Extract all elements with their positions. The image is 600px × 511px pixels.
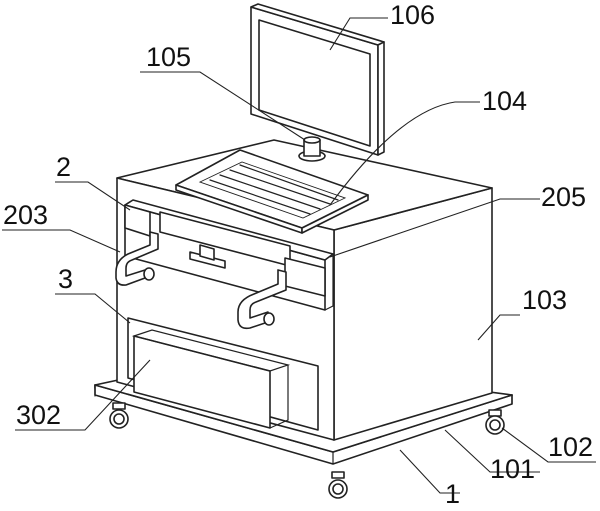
leader-lines [2, 17, 596, 494]
label-102: 102 [548, 432, 593, 462]
wheel-left [109, 402, 129, 429]
sliding-panel [124, 199, 334, 311]
caster-wheels [109, 402, 505, 499]
label-104: 104 [482, 86, 527, 116]
wheel-center [328, 471, 348, 499]
monitor [250, 3, 385, 156]
wheel-right [485, 409, 505, 435]
label-302: 302 [16, 400, 61, 430]
monitor-stand [298, 136, 326, 162]
label-106: 106 [390, 0, 435, 30]
label-1: 1 [445, 479, 460, 509]
label-103: 103 [522, 285, 567, 315]
handle-left [115, 231, 159, 286]
callout-labels: 106 105 104 2 203 205 3 103 302 102 101 … [3, 0, 593, 509]
label-205: 205 [541, 182, 586, 212]
label-2: 2 [56, 152, 71, 182]
label-101: 101 [490, 454, 535, 484]
handle-right [237, 269, 287, 330]
keyboard-tray [175, 149, 369, 234]
label-105: 105 [146, 42, 191, 72]
keyboard-keys [198, 161, 347, 219]
label-203: 203 [3, 200, 48, 230]
label-3: 3 [58, 264, 73, 294]
drawer [127, 317, 319, 431]
